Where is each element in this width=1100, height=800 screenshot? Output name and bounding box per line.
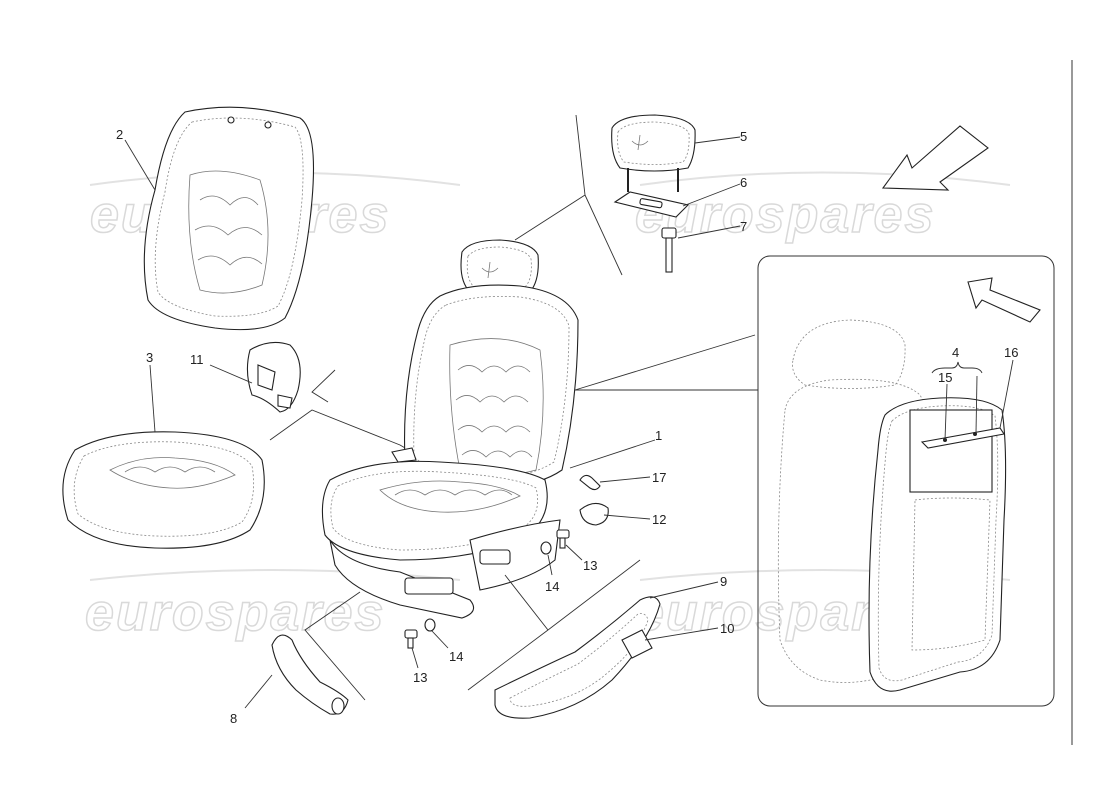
headrest-bolt <box>661 227 677 273</box>
callout-4: 4 <box>952 345 959 360</box>
leader-12 <box>603 514 651 520</box>
leader-1 <box>569 439 656 469</box>
seat-clip <box>579 474 601 491</box>
leader-4b <box>975 375 978 434</box>
leader-10 <box>644 627 719 641</box>
callout-6: 6 <box>740 175 747 190</box>
view-direction-arrow-detail <box>967 277 1041 323</box>
leader-5 <box>694 136 741 144</box>
seat-cushion <box>62 431 265 549</box>
leader-15 <box>944 383 948 441</box>
leader-2 <box>124 139 156 191</box>
seat-back-panel <box>868 397 1007 692</box>
leader-13-right <box>565 544 583 561</box>
headrest <box>611 114 696 192</box>
washer-right <box>540 541 552 555</box>
headrest-explode-lines <box>514 114 623 276</box>
leader-17 <box>599 476 651 483</box>
trim-explode-lines <box>467 559 641 691</box>
callout-10: 10 <box>720 621 734 636</box>
leader-3 <box>149 364 156 433</box>
callout-15: 15 <box>938 370 952 385</box>
leader-9 <box>649 581 719 599</box>
watermark-bottom-left: eurospares <box>84 569 461 643</box>
callout-13-right: 13 <box>583 558 597 573</box>
callout-13-bottom: 13 <box>413 670 427 685</box>
leader-14-right <box>547 554 553 576</box>
headrest-guide-plate <box>613 191 690 218</box>
callout-17: 17 <box>652 470 666 485</box>
map-pocket-trim <box>920 427 1005 449</box>
side-trim-panel <box>494 596 661 719</box>
adjust-lever <box>621 629 653 659</box>
leader-14-bottom <box>431 630 449 649</box>
complete-seat <box>321 239 579 619</box>
callout-16: 16 <box>1004 345 1018 360</box>
leader-8 <box>244 674 273 709</box>
cover-cap <box>579 502 609 526</box>
backpanel-explode-lines <box>574 334 758 391</box>
handle-trim <box>271 634 349 715</box>
callout-14-bottom: 14 <box>449 649 463 664</box>
callout-12: 12 <box>652 512 666 527</box>
callout-14-right: 14 <box>545 579 559 594</box>
callout-11: 11 <box>190 352 204 367</box>
svg-text:eurospares: eurospares <box>635 186 935 244</box>
leader-7 <box>677 225 741 239</box>
callout-9: 9 <box>720 574 727 589</box>
screw-right <box>556 529 570 549</box>
side-bracket <box>246 341 301 413</box>
callout-2: 2 <box>116 127 123 142</box>
brace-4 <box>931 361 983 374</box>
view-direction-arrow-top <box>881 125 989 191</box>
watermark-top-right: eurospares <box>634 171 1011 245</box>
leader-6 <box>682 183 741 207</box>
callout-8: 8 <box>230 711 237 726</box>
leader-13-bottom <box>411 647 419 669</box>
washer-bottom <box>424 618 436 632</box>
back-panel-detail-box <box>757 255 1055 707</box>
handle-explode-lines <box>304 591 366 701</box>
callout-3: 3 <box>146 350 153 365</box>
callout-1: 1 <box>655 428 662 443</box>
leader-16 <box>999 359 1014 429</box>
backrest-cushion <box>143 106 314 331</box>
callout-5: 5 <box>740 129 747 144</box>
screw-bottom <box>404 629 418 649</box>
svg-text:eurospares: eurospares <box>85 584 385 642</box>
callout-7: 7 <box>740 219 747 234</box>
leader-11 <box>209 364 253 384</box>
